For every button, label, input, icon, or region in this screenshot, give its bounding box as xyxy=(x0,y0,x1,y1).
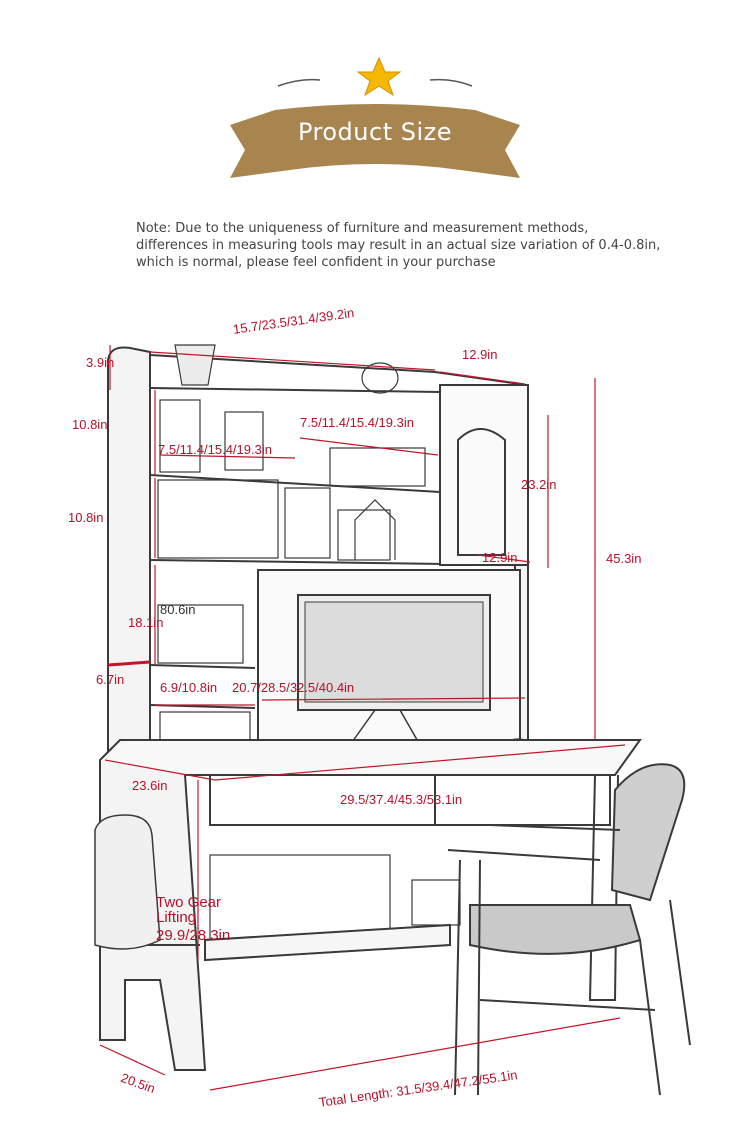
dimension-small-cubby-width: 6.9/10.8in xyxy=(160,680,218,695)
note-line: differences in measuring tools may resul… xyxy=(136,238,661,253)
dimension-top-depth: 12.9in xyxy=(462,347,498,362)
dimension-lines xyxy=(99,345,626,1091)
lift-value: 29.9/28.3in xyxy=(156,927,231,944)
dimension-shelf2-height: 10.8in xyxy=(68,510,104,525)
note-line: which is normal, please feel confident i… xyxy=(136,255,496,270)
dimension-shelf1-height: 10.8in xyxy=(72,417,108,432)
lift-label-line2: Lifting xyxy=(156,909,197,926)
note-line: Note: Due to the uniqueness of furniture… xyxy=(136,221,589,236)
desk-sketch xyxy=(94,344,691,1096)
dimension-gap-height: 6.7in xyxy=(96,672,125,687)
dimension-lower-shelf-height: 18.1in xyxy=(128,615,164,630)
star-icon xyxy=(356,56,402,97)
dimension-side-cabinet-depth: 12.9in xyxy=(482,550,518,565)
dimension-side-cabinet-height: 23.2in xyxy=(521,477,557,492)
page-title: Product Size xyxy=(297,118,453,146)
dimension-inner-width-left: 7.5/11.4/15.4/19.3in xyxy=(158,442,272,457)
dimension-monitor-area-width: 20.7/28.5/32.5/40.4in xyxy=(232,680,355,695)
title-banner xyxy=(230,104,520,178)
dimension-total-height: 45.3in xyxy=(606,551,642,566)
dimension-inner-width-upper: 7.5/11.4/15.4/19.3in xyxy=(300,415,414,430)
dimension-desk-depth: 23.6in xyxy=(132,778,168,793)
dimension-desk-width: 29.5/37.4/45.3/53.1in xyxy=(340,792,463,807)
header-ornament xyxy=(277,56,473,97)
dimension-left-cubby-width: 80.6in xyxy=(160,602,196,617)
size-note: Note: Due to the uniqueness of furniture… xyxy=(136,220,736,271)
dimension-top-offset: 3.9in xyxy=(86,355,115,370)
lift-label-line1: Two Gear xyxy=(156,894,222,911)
